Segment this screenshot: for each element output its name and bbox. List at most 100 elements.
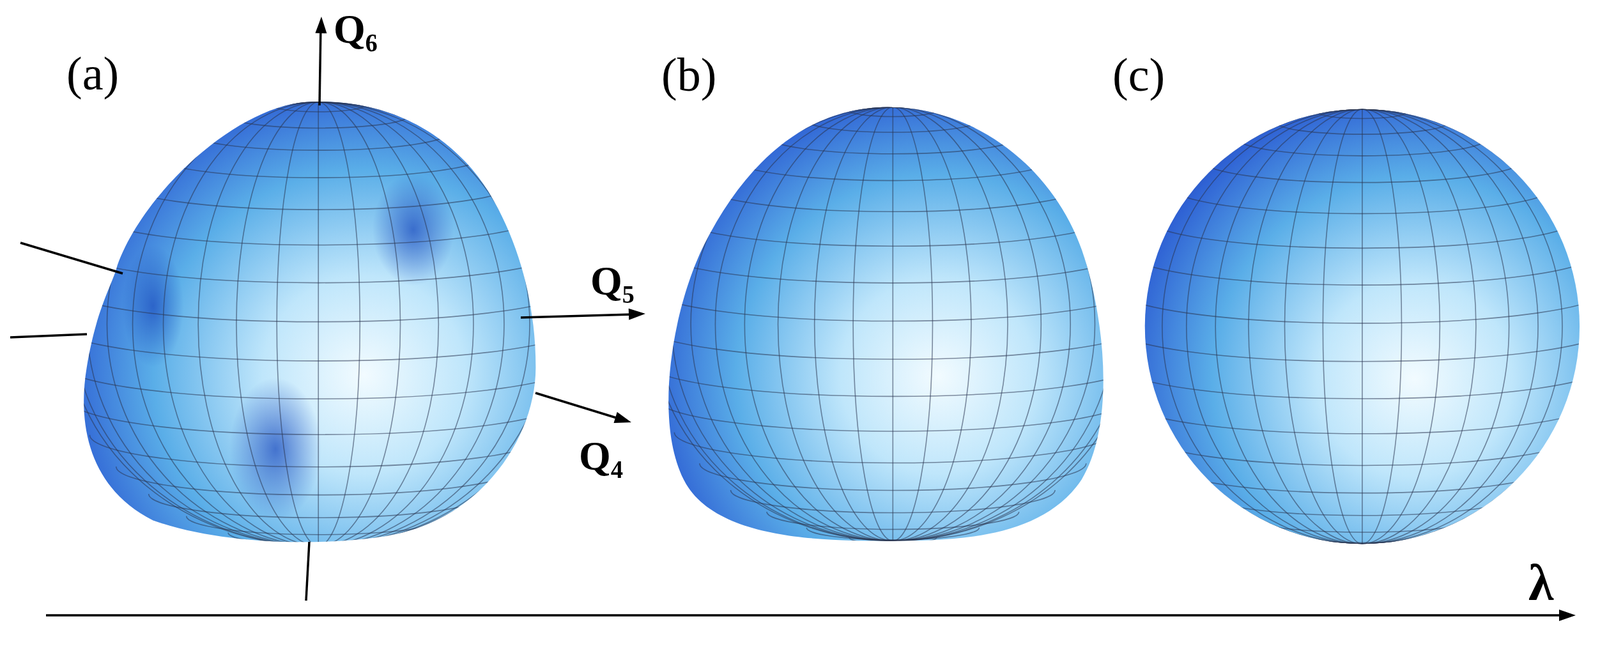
meridian-line [1362, 109, 1595, 544]
latitude-line [148, 153, 489, 178]
latitude-line [644, 361, 1142, 397]
meridian-line [318, 102, 563, 547]
meridian-line [1130, 109, 1363, 544]
latitude-line [655, 398, 1130, 432]
latitude-line [89, 212, 547, 245]
meridian-line [814, 107, 894, 542]
latitude-line [1237, 138, 1487, 156]
meridian-line [318, 102, 530, 547]
parameter-label: λ [1528, 557, 1554, 609]
axis-line [319, 25, 321, 106]
latitude-line [674, 215, 1112, 247]
meridian-line [658, 107, 893, 542]
meridian-line [1361, 109, 1363, 544]
meridian-line [1362, 109, 1581, 544]
latitude-line [766, 136, 1020, 154]
latitude-line [730, 490, 1056, 514]
latitude-line [116, 466, 521, 495]
meridian-line [1284, 109, 1362, 544]
panel-label: (b) [661, 51, 717, 99]
panel-label: (c) [1112, 51, 1165, 99]
meridian-line [1362, 109, 1600, 544]
latitude-line [1170, 186, 1554, 214]
latitude-line [272, 542, 365, 549]
axis-arrowhead [628, 308, 646, 321]
meridian-line [892, 107, 972, 542]
meridian-line [318, 102, 360, 547]
meridian-line [66, 102, 319, 547]
latitude-line [58, 362, 579, 399]
latitude-line [1201, 159, 1523, 183]
latitude-line [655, 249, 1130, 284]
latitude-line [640, 323, 1146, 360]
meridian-line [73, 102, 319, 547]
latitude-line [1112, 326, 1600, 362]
latitude-line [70, 400, 567, 435]
latitude-line [1170, 466, 1554, 494]
meridian-line [1362, 109, 1477, 544]
meridian-line [132, 102, 319, 547]
parameter-arrowhead [1559, 609, 1576, 622]
latitude-line [1318, 112, 1406, 119]
axis-line [306, 541, 310, 601]
meridian-line [1162, 109, 1363, 544]
meridian-line [892, 107, 933, 542]
latitude-line [699, 463, 1087, 491]
axis-label: Q₆ [333, 8, 378, 50]
meridian-line [892, 107, 1127, 542]
latitude-line [89, 435, 547, 468]
axis-label: Q₄ [578, 435, 624, 477]
meridian-line [198, 102, 319, 547]
latitude-line [1276, 530, 1448, 544]
meridian-line [276, 102, 319, 547]
latitude-line [849, 537, 937, 544]
meridian-line [1322, 109, 1363, 544]
axis-line [520, 314, 633, 318]
latitude-line [228, 115, 409, 129]
meridian-line [1362, 109, 1563, 544]
latitude-line [644, 286, 1142, 321]
latitude-line [54, 323, 583, 362]
latitude-line [699, 184, 1087, 212]
axis-label: Q₅ [590, 260, 635, 302]
latitude-line [1127, 400, 1597, 434]
meridian-line [892, 107, 1114, 542]
latitude-line [1201, 493, 1523, 516]
latitude-line [806, 120, 979, 133]
latitude-line [730, 157, 1056, 181]
meridian-line [892, 107, 894, 542]
meridian-line [1248, 109, 1363, 544]
meridian-line [652, 107, 893, 542]
meridian-line [86, 102, 319, 547]
latitude-line [674, 432, 1112, 464]
axis-arrowhead [315, 16, 327, 34]
meridian-line [236, 102, 319, 547]
axis-line [10, 334, 87, 338]
latitude-line [272, 105, 365, 112]
parameter-arrow [46, 614, 1560, 617]
latitude-line [1145, 435, 1579, 466]
meridian-line [318, 102, 550, 547]
latitude-line [116, 181, 521, 210]
latitude-line [849, 110, 937, 117]
meridian-line [715, 107, 893, 542]
surface-dent [122, 244, 185, 368]
latitude-line [1116, 288, 1600, 324]
axis-line [535, 392, 619, 419]
surface-grid [54, 102, 583, 549]
meridian-line [1123, 109, 1363, 544]
latitude-line [70, 247, 567, 283]
meridian-line [671, 107, 893, 542]
deformed-surface [668, 107, 1103, 542]
latitude-line [58, 285, 579, 323]
surface-grid [1112, 109, 1600, 547]
meridian-line [892, 107, 1133, 542]
meridian-line [1186, 109, 1363, 544]
panel-label: (a) [66, 49, 119, 98]
meridian-line [1362, 109, 1402, 544]
meridian-line [853, 107, 893, 542]
meridian-line [317, 102, 319, 547]
axis-arrowhead [614, 412, 632, 424]
latitude-line [1276, 122, 1448, 135]
